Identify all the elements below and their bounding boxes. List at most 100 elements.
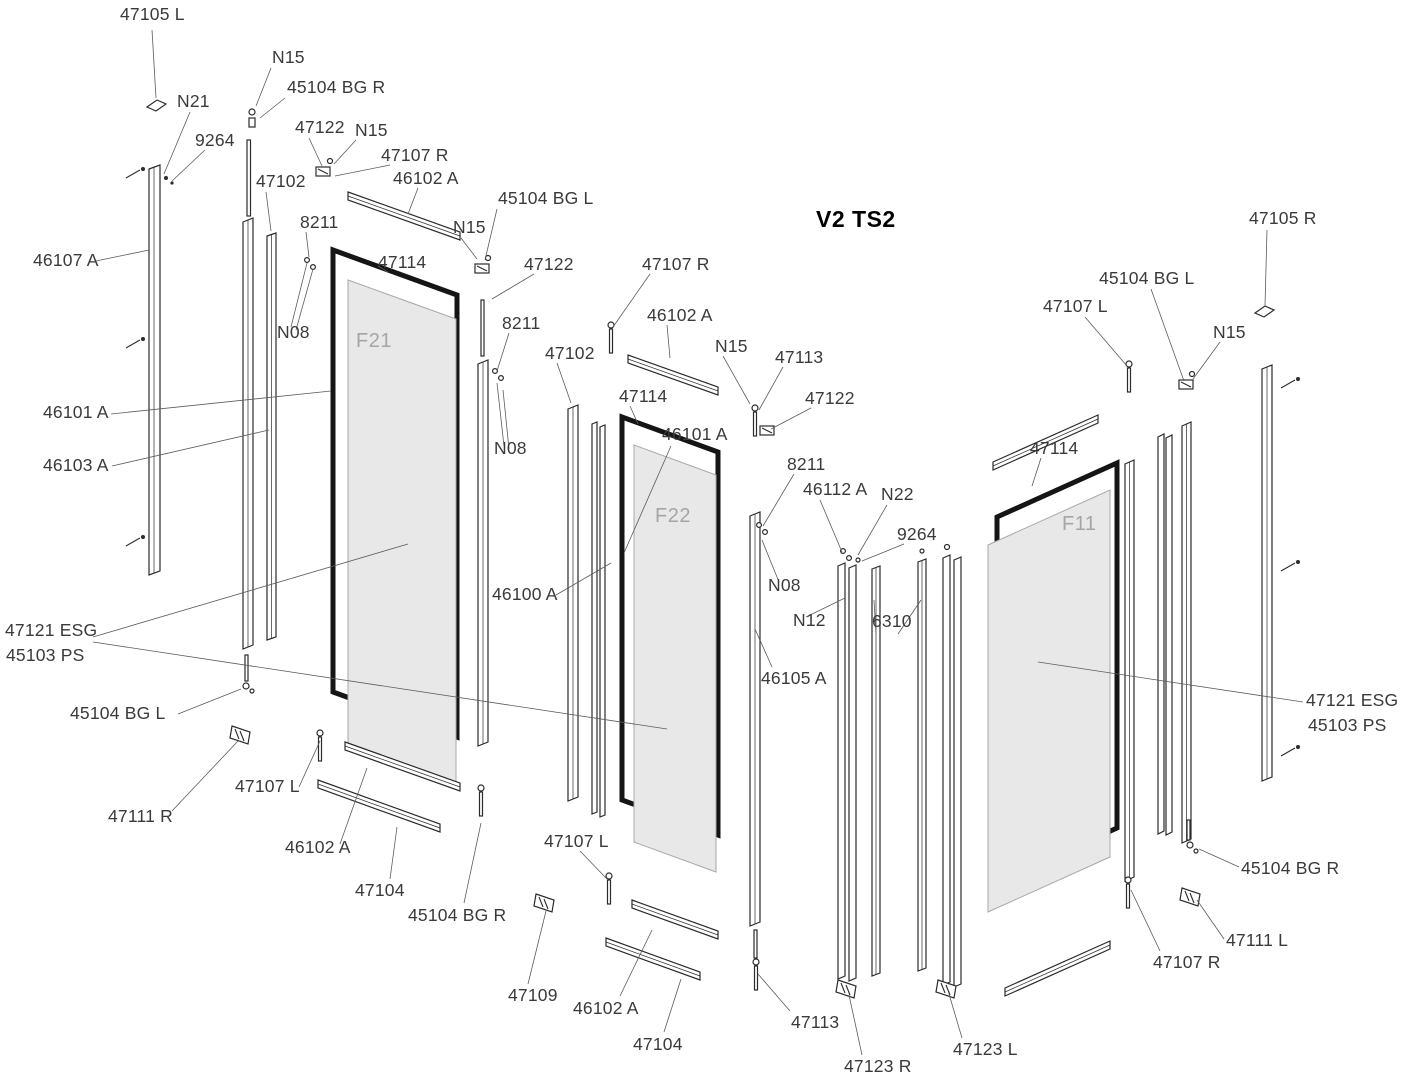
- leader-line: [484, 208, 498, 261]
- glass-clamp-45104-bg-l: [1178, 379, 1194, 390]
- leader-line: [556, 362, 572, 404]
- part-label: 45104 BG L: [70, 703, 166, 723]
- leader-line: [463, 822, 482, 904]
- diagram-title: V2 TS2: [816, 206, 896, 232]
- glass-panel-f11: [987, 489, 1111, 913]
- part-label: 47113: [791, 1012, 840, 1032]
- part-label: 47113: [775, 347, 824, 367]
- screw-47113-top: [751, 404, 759, 437]
- leader-line: [619, 929, 653, 997]
- glass-clamp-45104-bg-r: [1186, 841, 1194, 849]
- part-label: 47104: [355, 880, 405, 900]
- hinge-bracket-47111-r: [229, 725, 251, 745]
- leader-line: [496, 332, 510, 372]
- leader-line: [259, 97, 286, 119]
- screw-n15: [1188, 370, 1196, 378]
- part-label: N12: [793, 610, 826, 630]
- part-label: 47107 R: [1153, 952, 1221, 972]
- part-label: 46112 A: [803, 479, 868, 499]
- part-label: 47122: [805, 388, 855, 408]
- part-label: 46100 A: [492, 584, 558, 604]
- part-label: 46102 A: [393, 168, 459, 188]
- leader-line: [527, 910, 547, 985]
- part-label: N15: [355, 120, 388, 140]
- leader-line: [171, 149, 206, 182]
- leader-lines-layer: [92, 29, 1304, 1056]
- leader-line: [1264, 229, 1268, 307]
- leader-line: [1130, 889, 1161, 952]
- glass-panel-f22: [633, 444, 717, 873]
- leader-line: [334, 164, 391, 177]
- part-label: 47107 R: [381, 145, 449, 165]
- bracket-47122: [315, 166, 331, 177]
- right-assembly: [987, 305, 1301, 997]
- leader-line: [92, 641, 668, 730]
- part-label: 45103 PS: [6, 645, 85, 665]
- leader-line: [305, 231, 310, 258]
- profile-47102-door: [567, 404, 579, 802]
- glass-clamp-45104-bg-r: [248, 117, 256, 128]
- screw-47107-r-bottom: [1124, 876, 1132, 909]
- part-label: N15: [453, 217, 486, 237]
- part-label: 47107 L: [235, 776, 300, 796]
- pin-9264: [855, 557, 861, 563]
- leader-line: [579, 850, 608, 880]
- part-label: 47114: [619, 386, 668, 406]
- leader-line: [762, 473, 795, 527]
- leader-line: [1037, 661, 1304, 703]
- pin-9264: [170, 181, 174, 185]
- leader-line: [722, 355, 751, 405]
- leader-line: [163, 111, 191, 175]
- part-label: 46101 A: [662, 424, 728, 444]
- rail-47114-top-f11: [992, 414, 1099, 471]
- frame-47114-f22: [619, 413, 721, 839]
- part-label: N21: [177, 91, 210, 111]
- leader-line: [339, 767, 368, 845]
- part-label: 45103 PS: [1308, 715, 1387, 735]
- part-label: 47105 L: [120, 4, 185, 24]
- wall-profile-right: [1261, 364, 1273, 782]
- part-label: 45104 BG R: [1241, 858, 1340, 878]
- center-assembly: [749, 404, 962, 999]
- mount-screw-icon: [125, 336, 146, 349]
- pin: [1193, 848, 1199, 854]
- part-label: 47111 R: [108, 806, 173, 826]
- rail-47104-bottom-left: [317, 779, 441, 833]
- part-label: 47111 L: [1226, 930, 1289, 950]
- leader-line: [897, 599, 922, 635]
- part-label: 45104 BG L: [498, 188, 594, 208]
- leader-line: [666, 324, 671, 359]
- part-label: N15: [715, 336, 748, 356]
- leader-line: [848, 994, 863, 1056]
- corner-profile-46112-a: [837, 562, 846, 980]
- part-label: 46102 A: [573, 998, 639, 1018]
- part-label: 46101 A: [43, 402, 109, 422]
- profile-46103-a: [266, 232, 277, 641]
- screw-n15: [248, 108, 256, 116]
- leader-line: [255, 67, 272, 107]
- part-label: 47123 R: [844, 1056, 912, 1076]
- hinge-bracket-47111-l: [1179, 887, 1201, 907]
- leader-line: [308, 137, 323, 167]
- rod-45104: [480, 299, 485, 357]
- cap-47105-r: [1253, 305, 1276, 318]
- part-label: N08: [494, 438, 527, 458]
- leader-line: [861, 543, 905, 562]
- part-label: 47107 R: [642, 254, 710, 274]
- part-label: 9264: [897, 524, 937, 544]
- corner-bracket-47109: [533, 893, 555, 913]
- part-label: 46105 A: [761, 668, 827, 688]
- part-label: 46103 A: [43, 455, 109, 475]
- leader-line: [623, 445, 672, 554]
- part-label: 45104 BG R: [287, 77, 386, 97]
- glass-label-f21: F21: [356, 330, 392, 352]
- leader-line: [663, 978, 682, 1033]
- glass-label-f22: F22: [655, 505, 691, 527]
- leader-line: [502, 389, 510, 450]
- corner-profile-46112-b: [848, 564, 857, 982]
- part-label: 46102 A: [647, 305, 713, 325]
- leader-line: [151, 29, 157, 99]
- screw-n15: [326, 157, 334, 165]
- leader-line: [757, 973, 791, 1012]
